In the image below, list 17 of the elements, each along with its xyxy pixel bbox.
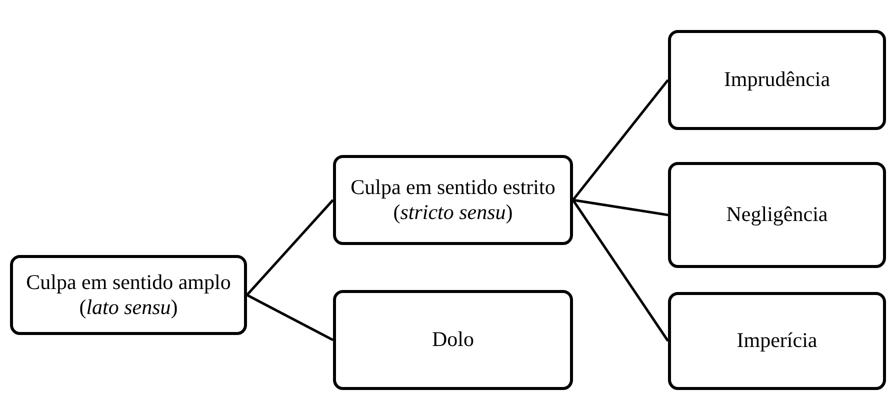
text-box <box>333 155 573 245</box>
box-label: Negligência <box>726 202 828 228</box>
text-box <box>10 255 247 335</box>
box-label: Imprudência <box>724 67 830 93</box>
box-label: Imperícia <box>736 328 818 354</box>
box-label: Culpa em sentido estrito (stricto sensu) <box>350 174 556 226</box>
connector-line <box>572 79 669 201</box>
box-label: Culpa em sentido amplo (lato sensu) <box>25 270 232 320</box>
box-label: Dolo <box>432 327 474 353</box>
text-box <box>668 30 886 130</box>
connector-line <box>572 198 668 216</box>
connector-line <box>246 199 334 296</box>
text-box <box>333 290 573 390</box>
text-box <box>668 162 886 268</box>
text-box <box>668 292 886 390</box>
connector-line <box>246 294 334 342</box>
connector-line <box>572 199 670 342</box>
